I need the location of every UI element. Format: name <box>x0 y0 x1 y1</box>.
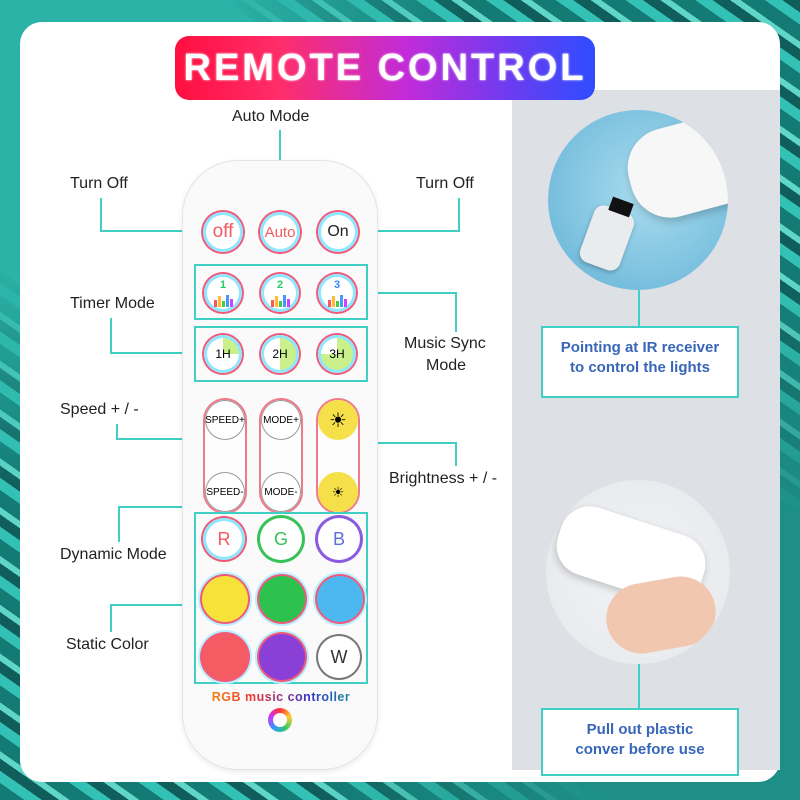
hand-holding-remote-photo <box>546 480 730 664</box>
music-group-frame <box>194 264 368 320</box>
connector-speed-h <box>116 438 204 440</box>
connector-photo1 <box>638 290 640 326</box>
connector-off-v <box>100 198 102 230</box>
equalizer-icon <box>327 290 347 307</box>
purple-color-button[interactable] <box>259 634 305 680</box>
timer-1h-button[interactable]: 1H <box>204 335 242 373</box>
red-button[interactable]: R <box>203 518 245 560</box>
equalizer-icon <box>270 290 290 307</box>
sky-color-button[interactable] <box>317 576 363 622</box>
remote-footer-label: RGB music controller <box>196 690 366 704</box>
music-mode-3-button[interactable]: 3 <box>318 274 356 312</box>
connector-music-h <box>368 292 456 294</box>
speed-plus-button[interactable]: SPEED+ <box>205 400 245 440</box>
connector-bright-h <box>362 442 456 444</box>
ir-receiver-info-box: Pointing at IR receiver to control the l… <box>541 326 739 398</box>
label-dynamic-mode: Dynamic Mode <box>60 546 167 563</box>
color-group-frame <box>194 512 368 684</box>
label-turn-off-right: Turn Off <box>416 175 474 192</box>
ir-receiver-photo <box>548 110 728 290</box>
connector-dyn-v <box>118 506 120 542</box>
label-music-sync-1: Music Sync <box>404 335 486 352</box>
brand-logo-icon <box>268 708 292 732</box>
pull-info-line1: Pull out plastic <box>586 721 694 738</box>
title-banner: REMOTE CONTROL <box>175 36 595 100</box>
remote-closeup-icon <box>618 110 728 227</box>
ir-info-line2: to control the lights <box>570 359 710 376</box>
connector-on-v <box>458 198 460 230</box>
connector-static-v <box>110 604 112 632</box>
timer-3h-button[interactable]: 3H <box>318 335 356 373</box>
label-turn-off-left: Turn Off <box>70 175 128 192</box>
music-mode-2-number: 2 <box>276 278 284 291</box>
white-button[interactable]: W <box>318 636 360 678</box>
equalizer-icon <box>213 290 233 307</box>
coral-color-button[interactable] <box>202 634 248 680</box>
connector-off-h <box>100 230 200 232</box>
label-speed: Speed + / - <box>60 401 139 418</box>
label-timer-mode: Timer Mode <box>70 295 155 312</box>
auto-button[interactable]: Auto <box>260 212 300 252</box>
off-button[interactable]: off <box>203 212 243 252</box>
speed-minus-button[interactable]: SPEED- <box>205 472 245 512</box>
connector-timer-v <box>110 318 112 352</box>
ir-info-line1: Pointing at IR receiver <box>560 339 720 356</box>
connector-photo2 <box>638 664 640 708</box>
music-mode-1-button[interactable]: 1 <box>204 274 242 312</box>
connector-music-v <box>455 292 457 332</box>
pull-info-line2: conver before use <box>575 741 705 758</box>
connector-speed-v <box>116 424 118 440</box>
connector-on-h <box>360 230 460 232</box>
connector-bright-v <box>455 442 457 466</box>
yellow-color-button[interactable] <box>202 576 248 622</box>
music-mode-2-button[interactable]: 2 <box>261 274 299 312</box>
music-mode-3-number: 3 <box>333 278 341 291</box>
pull-tab-info-box: Pull out plastic conver before use <box>541 708 739 776</box>
music-mode-1-number: 1 <box>219 278 227 291</box>
timer-2h-button[interactable]: 2H <box>261 335 299 373</box>
label-auto-mode: Auto Mode <box>232 108 310 125</box>
connector-timer-h <box>110 352 194 354</box>
lime-color-button[interactable] <box>259 576 305 622</box>
brightness-up-icon[interactable]: ☀ <box>318 400 358 440</box>
label-static-color: Static Color <box>66 636 149 653</box>
brightness-down-icon[interactable]: ☀ <box>318 472 358 512</box>
mode-minus-button[interactable]: MODE- <box>261 472 301 512</box>
connector-static-h <box>110 604 194 606</box>
on-button[interactable]: On <box>318 212 358 252</box>
label-music-sync-2: Mode <box>426 357 467 374</box>
green-button[interactable]: G <box>260 518 302 560</box>
timer-group-frame <box>194 326 368 382</box>
banner-title: REMOTE CONTROL <box>183 46 587 89</box>
blue-button[interactable]: B <box>318 518 360 560</box>
mode-plus-button[interactable]: MODE+ <box>261 400 301 440</box>
label-brightness: Brightness + / - <box>389 470 498 487</box>
